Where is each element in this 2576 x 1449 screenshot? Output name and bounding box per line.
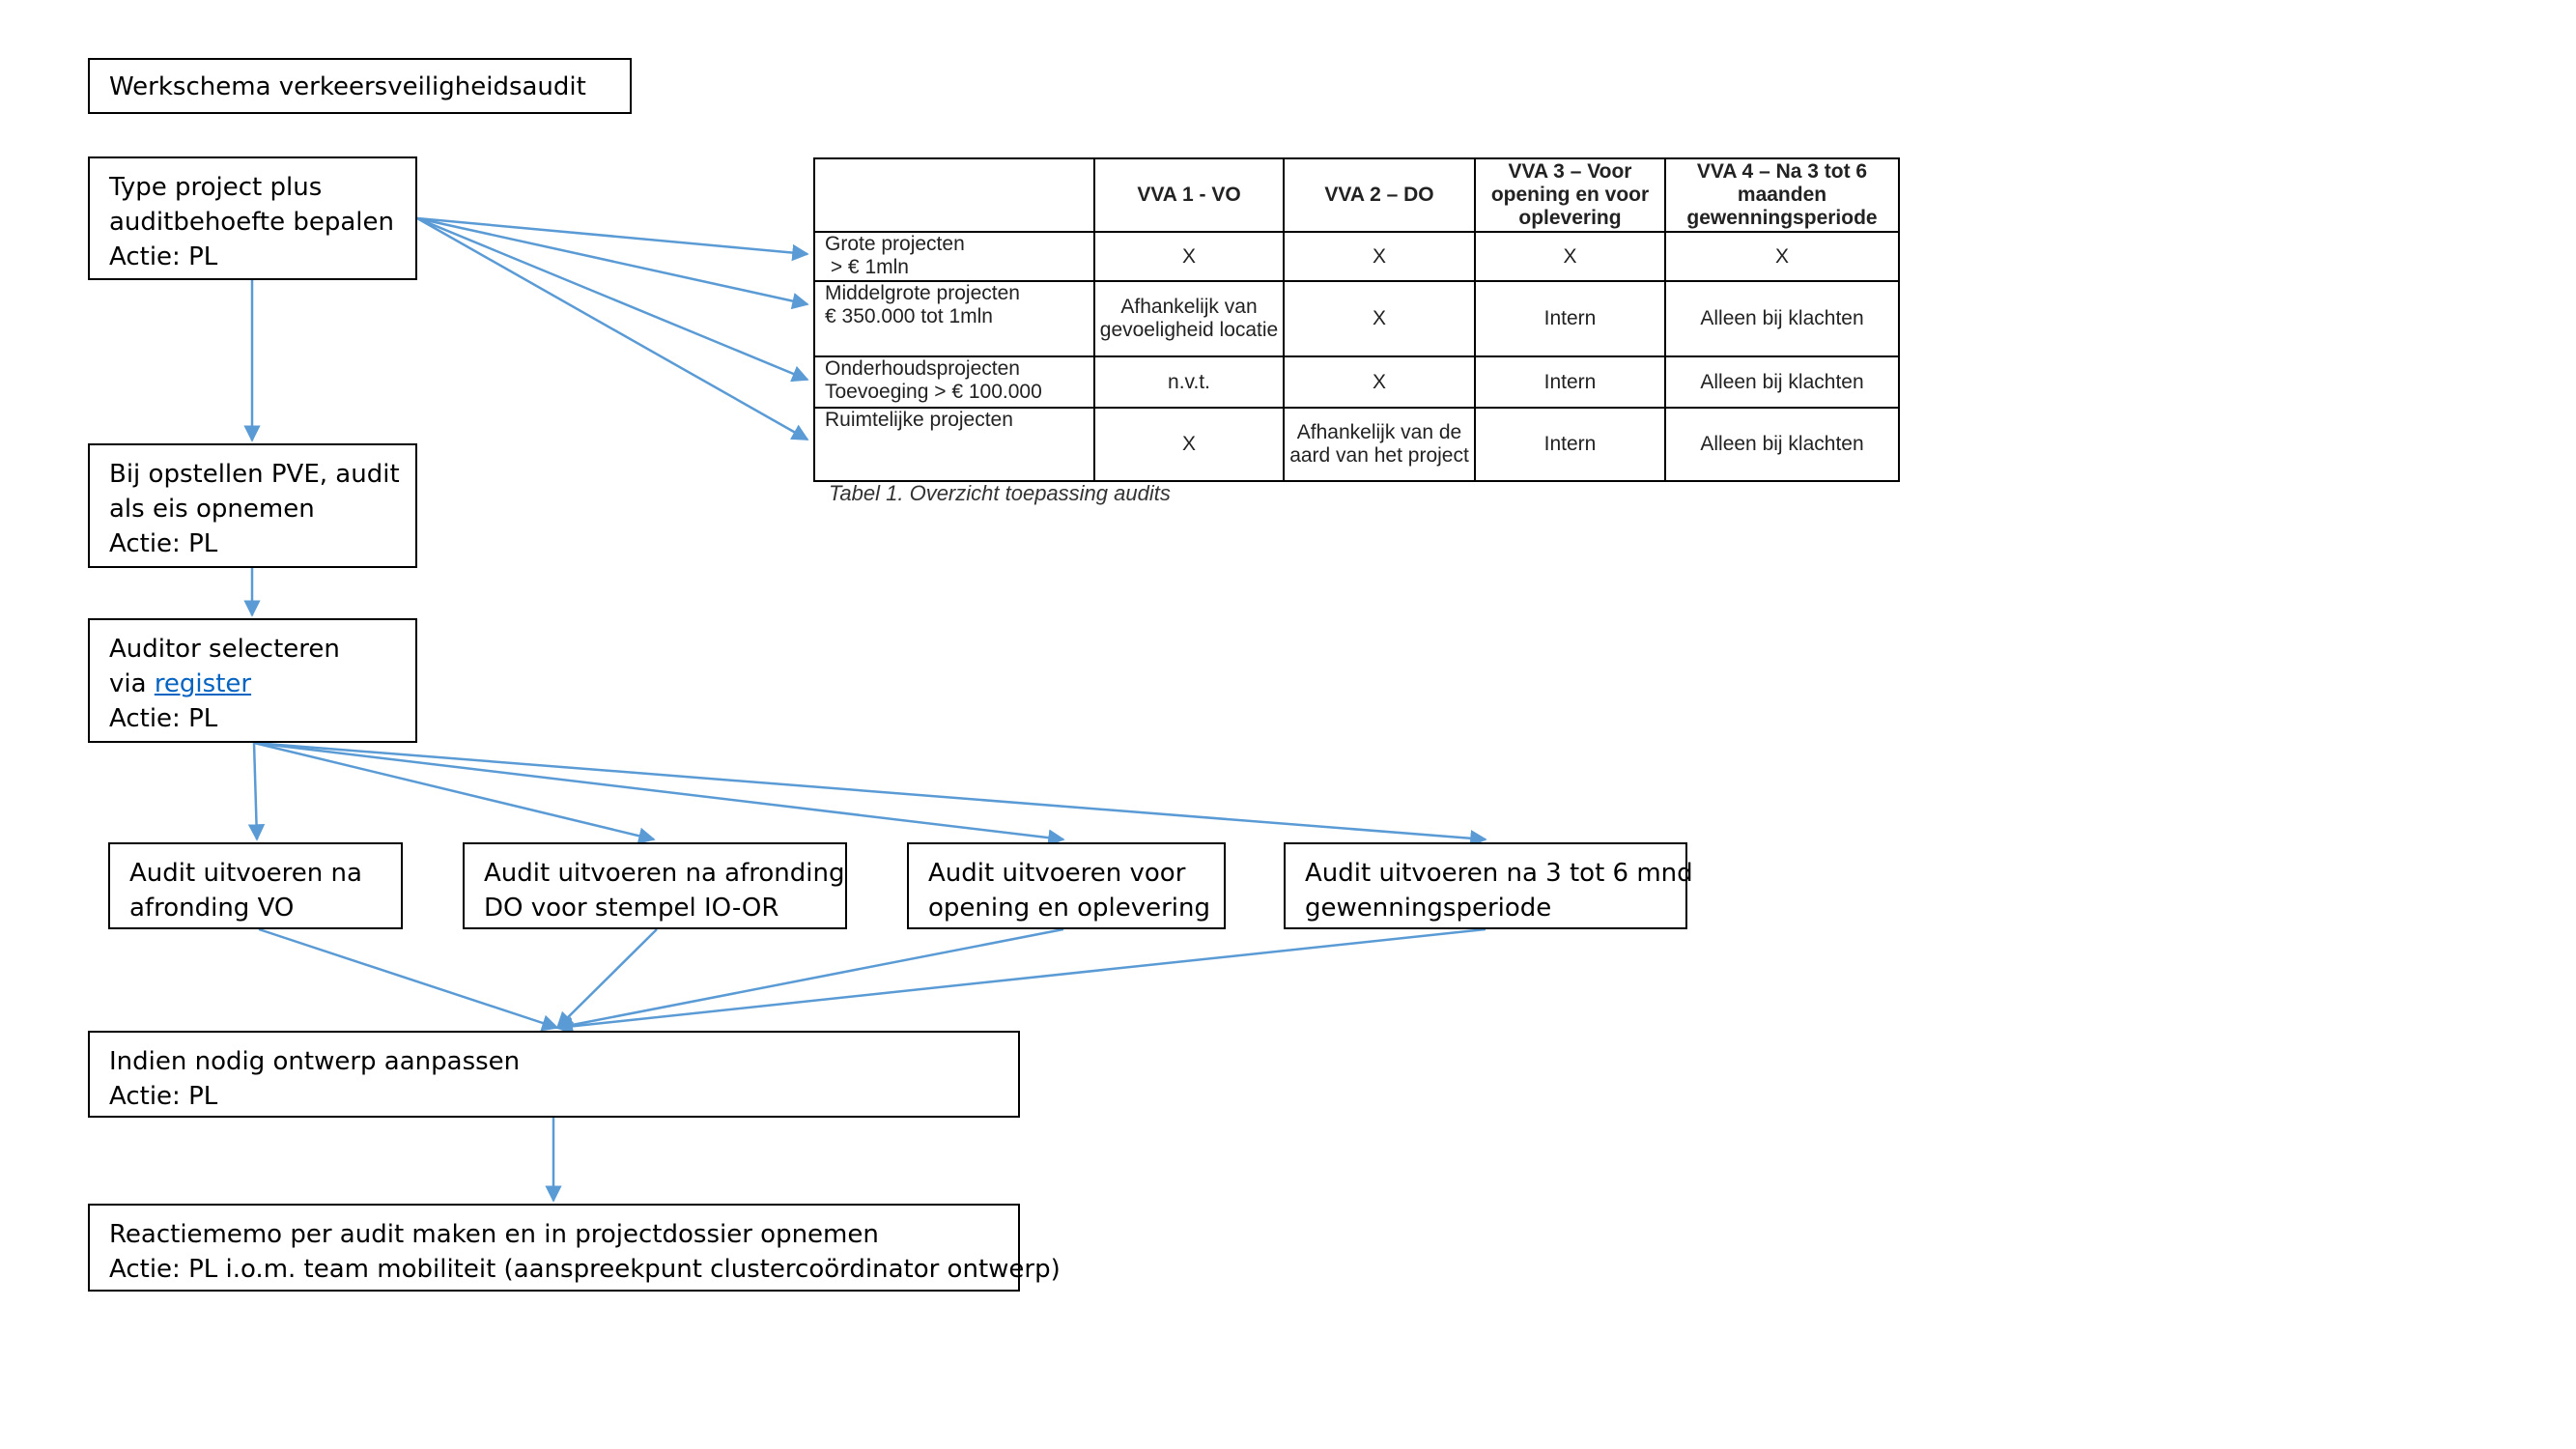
table-cell: Alleen bij klachten	[1664, 355, 1900, 409]
table-cell: Afhankelijk van de aard van het project	[1283, 407, 1476, 482]
arrow-opening-to-ontwerp	[555, 927, 1064, 1034]
step-audit-gewenning-line1: Audit uitvoeren na 3 tot 6 mnd	[1305, 859, 1693, 888]
step-reactiememo-line1: Reactiememo per audit maken en in projec…	[109, 1220, 879, 1249]
table-cell: Intern	[1474, 407, 1666, 482]
step-audit-vo-line2: afronding VO	[129, 894, 295, 923]
step-pve-line1: Bij opstellen PVE, audit	[109, 460, 400, 489]
step-pve: Bij opstellen PVE, audit als eis opnemen…	[88, 443, 417, 568]
step-auditor-line1: Auditor selecteren	[109, 635, 340, 664]
step-ontwerp-action: Actie: PL	[109, 1082, 218, 1111]
table-row: Grote projecten > € 1mln X X X X	[813, 231, 1900, 282]
arrow-type-to-row3	[416, 216, 809, 383]
step-audit-do-line1: Audit uitvoeren na afronding	[484, 859, 845, 888]
table-cell: Afhankelijk van gevoeligheid locatie	[1093, 280, 1285, 357]
step-type-project-line1: Type project plus	[109, 173, 323, 202]
table-header-vva4: VVA 4 – Na 3 tot 6 maanden gewenningsper…	[1664, 157, 1900, 233]
arrow-auditor-to-gewenning	[253, 741, 1487, 847]
audit-overview-table: VVA 1 - VO VVA 2 – DO VVA 3 – Voor openi…	[813, 157, 1900, 482]
table-row-label: Ruimtelijke projecten	[813, 407, 1095, 482]
step-ontwerp: Indien nodig ontwerp aanpassen Actie: PL	[88, 1031, 1020, 1118]
arrow-do-to-ontwerp	[555, 928, 658, 1030]
table-caption: Tabel 1. Overzicht toepassing audits	[829, 481, 1171, 505]
step-ontwerp-line1: Indien nodig ontwerp aanpassen	[109, 1047, 521, 1076]
step-auditor-action: Actie: PL	[109, 704, 218, 733]
table-cell: X	[1474, 231, 1666, 282]
register-link[interactable]: register	[154, 669, 252, 698]
step-audit-gewenning: Audit uitvoeren na 3 tot 6 mnd gewenning…	[1284, 842, 1693, 929]
table-row: Ruimtelijke projecten X Afhankelijk van …	[813, 407, 1900, 482]
table-row-label: Middelgrote projecten€ 350.000 tot 1mln	[813, 280, 1095, 357]
arrow-auditor-to-vo	[247, 742, 266, 841]
arrow-auditor-to-opening	[253, 741, 1065, 846]
step-audit-do: Audit uitvoeren na afronding DO voor ste…	[463, 842, 847, 929]
table-row: Middelgrote projecten€ 350.000 tot 1mln …	[813, 280, 1900, 357]
diagram-title: Werkschema verkeersveiligheidsaudit	[88, 58, 632, 114]
step-auditor-line2: via register	[109, 667, 396, 701]
arrow-vo-to-ontwerp	[258, 927, 559, 1032]
step-reactiememo: Reactiememo per audit maken en in projec…	[88, 1204, 1061, 1292]
step-audit-do-line2: DO voor stempel IO-OR	[484, 894, 779, 923]
step-reactiememo-action: Actie: PL i.o.m. team mobiliteit (aanspr…	[109, 1255, 1061, 1284]
arrow-gewenning-to-ontwerp	[555, 927, 1486, 1036]
step-audit-opening-line1: Audit uitvoeren voor	[928, 859, 1186, 888]
table-cell: Alleen bij klachten	[1664, 280, 1900, 357]
step-type-project-line2: auditbehoefte bepalen	[109, 208, 395, 237]
table-cell: Intern	[1474, 280, 1666, 357]
step-audit-vo: Audit uitvoeren na afronding VO	[108, 842, 403, 929]
table-cell: X	[1664, 231, 1900, 282]
step-audit-vo-line1: Audit uitvoeren na	[129, 859, 362, 888]
table-cell: Alleen bij klachten	[1664, 407, 1900, 482]
step-type-project-action: Actie: PL	[109, 242, 218, 271]
table-header-row: VVA 1 - VO VVA 2 – DO VVA 3 – Voor openi…	[813, 157, 1900, 233]
table-header-vva1: VVA 1 - VO	[1093, 157, 1285, 233]
table-cell: n.v.t.	[1093, 355, 1285, 409]
diagram-title-text: Werkschema verkeersveiligheidsaudit	[109, 72, 586, 101]
step-audit-opening: Audit uitvoeren voor opening en opleveri…	[907, 842, 1226, 929]
table-cell: X	[1093, 407, 1285, 482]
arrow-type-to-row4	[416, 216, 809, 441]
arrow-type-to-row2	[416, 216, 809, 310]
table-cell: X	[1283, 355, 1476, 409]
table-cell: X	[1283, 231, 1476, 282]
table-row-label: Grote projecten > € 1mln	[813, 231, 1095, 282]
step-type-project: Type project plus auditbehoefte bepalen …	[88, 156, 417, 280]
table-header-vva3: VVA 3 – Voor opening en voor oplevering	[1474, 157, 1666, 233]
table-header-empty	[813, 157, 1095, 233]
table-cell: Intern	[1474, 355, 1666, 409]
arrow-auditor-to-do	[253, 741, 656, 844]
step-audit-gewenning-line2: gewenningsperiode	[1305, 894, 1552, 923]
step-pve-line2: als eis opnemen	[109, 495, 315, 524]
table-cell: X	[1283, 280, 1476, 357]
step-auditor-via: via	[109, 669, 155, 698]
step-audit-opening-line2: opening en oplevering	[928, 894, 1211, 923]
table-cell: X	[1093, 231, 1285, 282]
step-pve-action: Actie: PL	[109, 529, 218, 558]
step-auditor: Auditor selecteren via register Actie: P…	[88, 618, 417, 743]
arrow-type-to-row1	[416, 216, 809, 262]
table-header-vva2: VVA 2 – DO	[1283, 157, 1476, 233]
